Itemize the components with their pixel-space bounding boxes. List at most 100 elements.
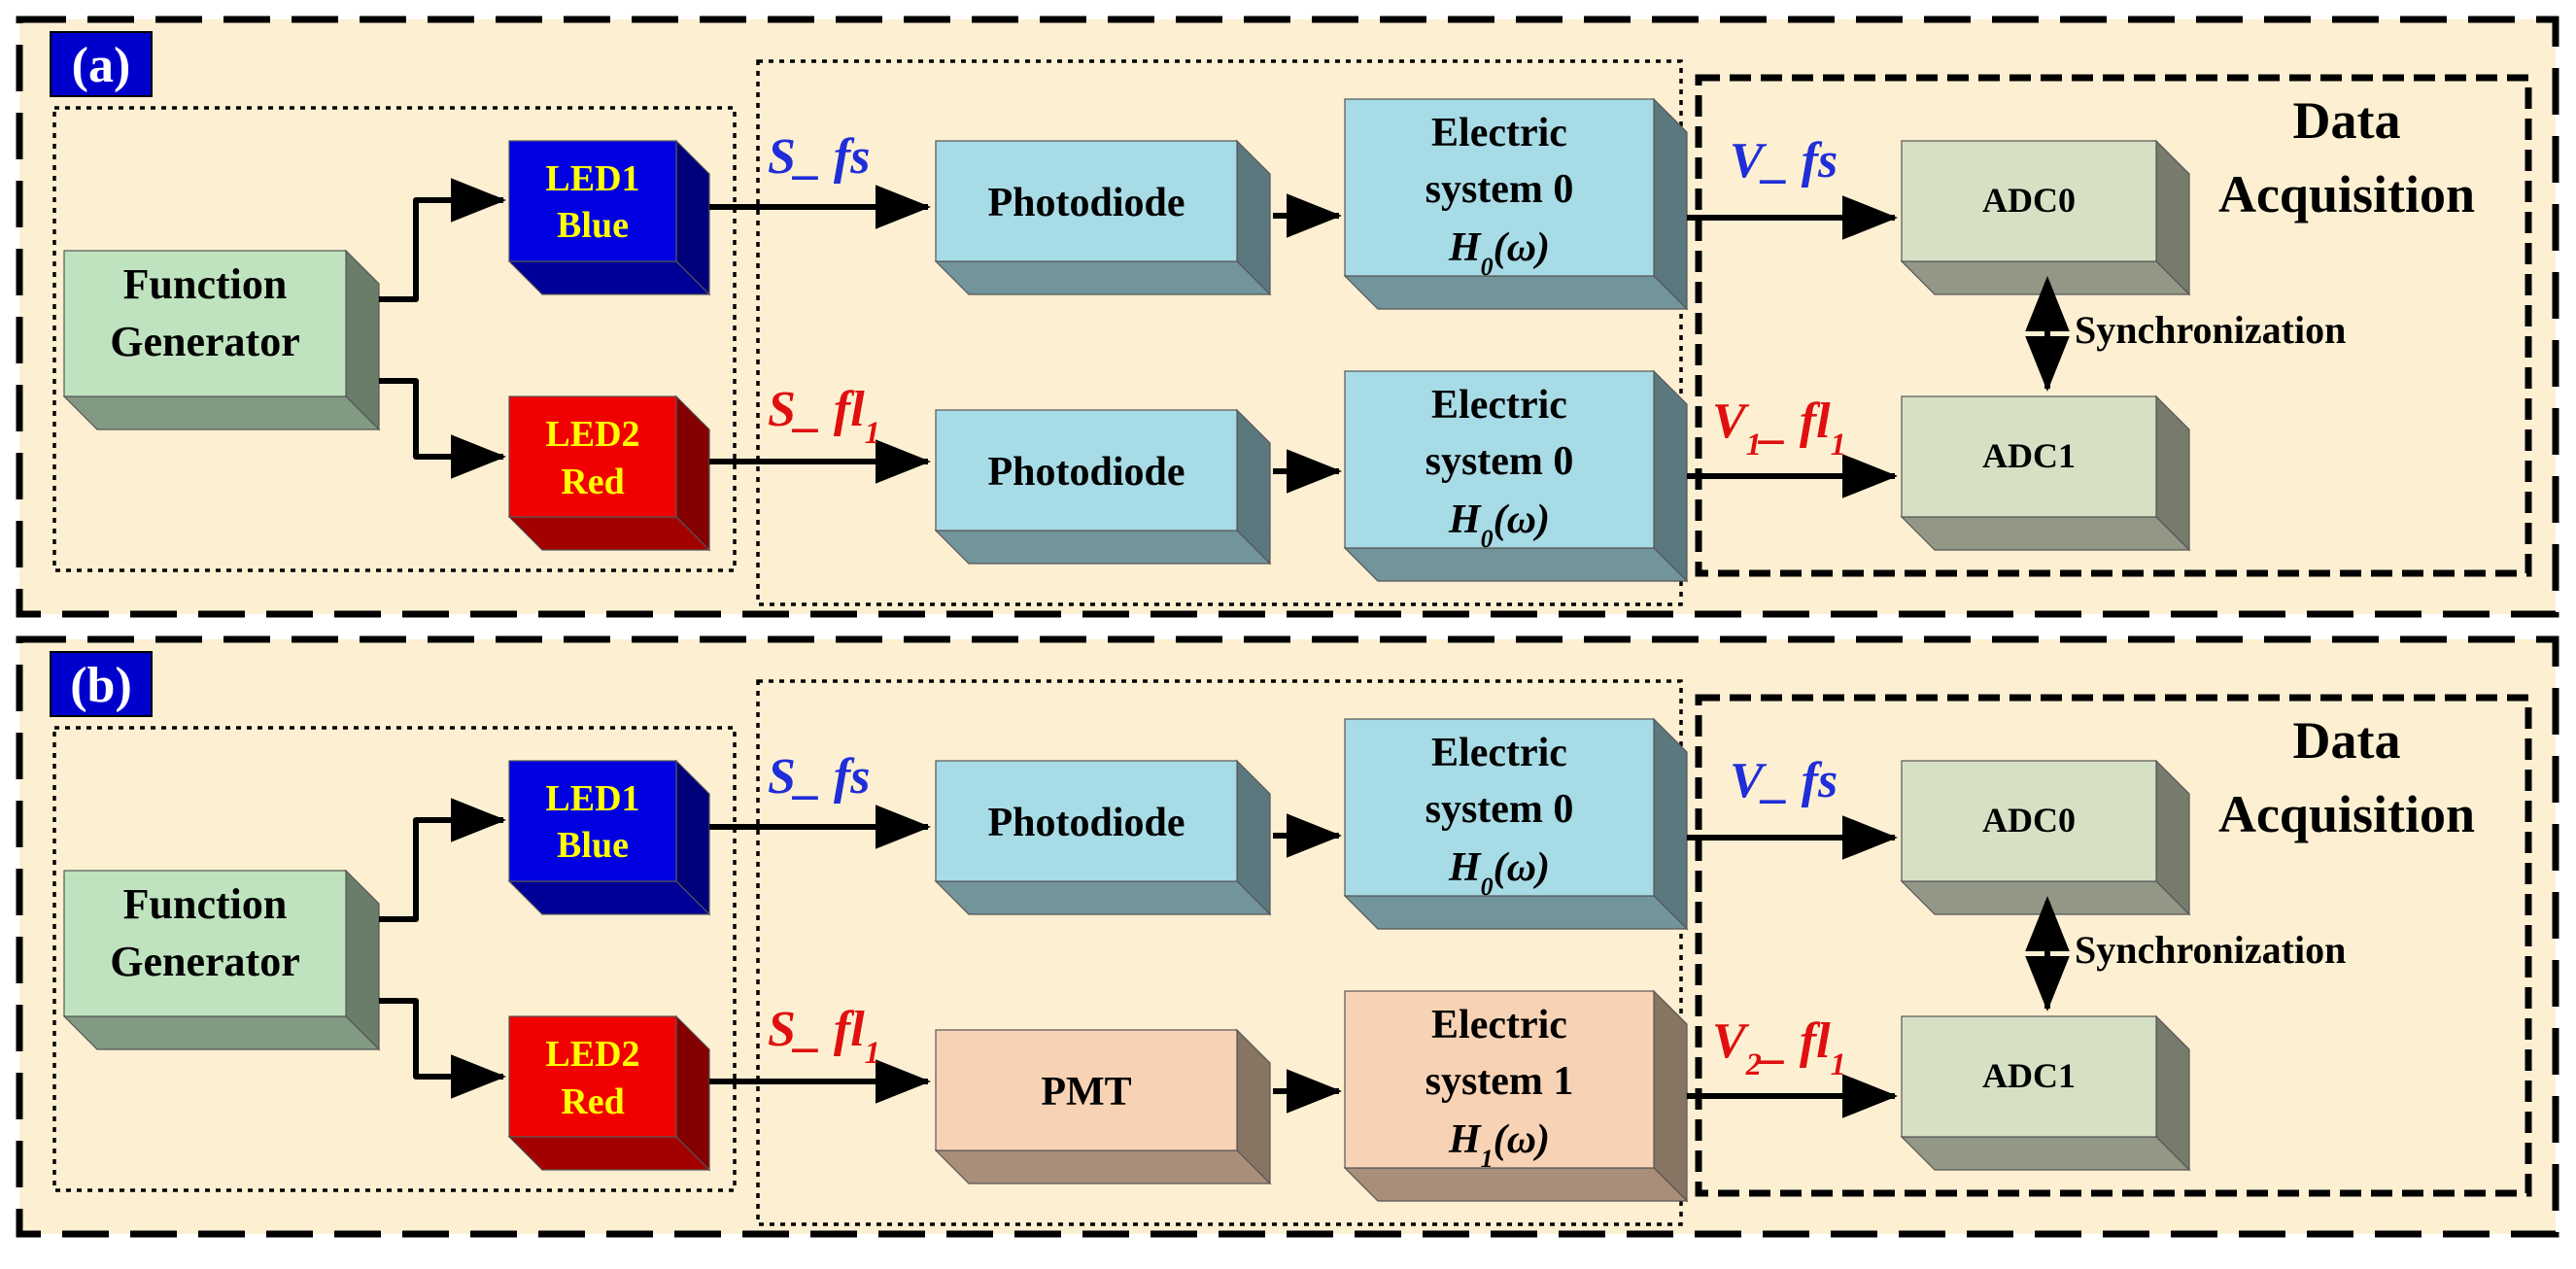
detector-top-bottom — [934, 260, 1272, 295]
electric-system-bottom-label: Electric — [1431, 1003, 1567, 1047]
panel-label: (b) — [70, 658, 132, 713]
led1-color-label: Blue — [557, 205, 629, 246]
daq-group-border — [1695, 694, 2532, 1197]
function-generator — [62, 869, 381, 1051]
panel-border — [16, 16, 2559, 618]
signal-top-label: S_ fs — [768, 749, 870, 805]
panel-label-box — [50, 31, 153, 97]
led2-label: LED2 — [545, 1034, 639, 1075]
function-generator — [62, 249, 381, 431]
voltage-bottom-label: V2_ fl1 — [1712, 1013, 1846, 1081]
electric-system-bottom-side — [1653, 369, 1688, 583]
electric-system-bottom — [1343, 989, 1689, 1203]
synchronization-label: Synchronization — [2075, 928, 2346, 972]
data-acquisition-title: Acquisition — [2218, 165, 2475, 223]
function-generator-face — [63, 250, 347, 397]
data-acquisition-title: Data — [2293, 711, 2401, 770]
adc-top — [1900, 759, 2191, 916]
detection-group-border — [756, 679, 1683, 1226]
data-acquisition-title: Data — [2293, 91, 2401, 150]
adc-bottom-face — [1901, 1015, 2157, 1138]
adc-bottom — [1900, 394, 2191, 552]
adc-top-label: ADC0 — [1982, 181, 2076, 220]
electric-system-bottom — [1343, 369, 1689, 583]
led2-color-label: Red — [561, 1081, 624, 1122]
led-blue-face — [508, 140, 677, 262]
led1-label: LED1 — [545, 778, 639, 819]
data-acquisition-title: Acquisition — [2218, 785, 2475, 843]
panel-label-box — [50, 651, 153, 717]
electric-system-top-side — [1653, 97, 1688, 311]
detector-bottom-face — [935, 1029, 1238, 1151]
detector-top-face — [935, 140, 1238, 262]
detector-top-face — [935, 760, 1238, 882]
adc-top-face — [1901, 760, 2157, 882]
detector-top-label: Photodiode — [987, 801, 1185, 845]
daq-group-border — [1695, 74, 2532, 577]
adc-bottom-label: ADC1 — [1982, 1056, 2076, 1095]
led-red — [507, 394, 711, 552]
electric-system-bottom-face — [1344, 370, 1655, 549]
fg-to-led1-arrow — [379, 178, 506, 302]
voltage-bottom-label: V1_ fl1 — [1712, 394, 1846, 462]
led-blue-bottom — [507, 880, 711, 915]
detector-bottom — [934, 1028, 1272, 1185]
electric-system-top — [1343, 97, 1689, 311]
panel-a: (a)FunctionGeneratorLED1BlueLED2RedPhoto… — [16, 16, 2559, 618]
led1-label: LED1 — [545, 158, 639, 199]
function-generator-label: Generator — [110, 938, 299, 985]
electric-system-top-face — [1344, 98, 1655, 277]
adc-top-face — [1901, 140, 2157, 262]
electric-system-bottom-label: system 1 — [1425, 1059, 1574, 1104]
electric-system-top-transfer: H0(ω) — [1448, 845, 1550, 901]
led-blue — [507, 759, 711, 916]
detection-group-border — [756, 59, 1683, 606]
function-generator-label: Function — [123, 260, 288, 308]
led-blue — [507, 139, 711, 296]
detector-top-label: Photodiode — [987, 181, 1185, 225]
electric-system-top-face — [1344, 718, 1655, 897]
adc-bottom-face — [1901, 395, 2157, 518]
adc-bottom-label: ADC1 — [1982, 436, 2076, 475]
detector-top — [934, 139, 1272, 296]
detector-bottom-bottom — [934, 530, 1272, 565]
led-red-face — [508, 1015, 677, 1138]
source-group-border — [52, 106, 737, 572]
signal-top-label: S_ fs — [768, 129, 870, 185]
electric-system-top-label: Electric — [1431, 731, 1567, 775]
function-generator-label: Function — [123, 880, 288, 928]
signal-bottom-label: S_ fl1 — [768, 382, 880, 450]
electric-system-bottom-face — [1344, 990, 1655, 1169]
function-generator-face — [63, 870, 347, 1017]
synchronization-label: Synchronization — [2075, 308, 2346, 352]
led-red-bottom — [507, 516, 711, 551]
electric-system-top-bottom — [1343, 895, 1689, 930]
voltage-top-label: V_ fs — [1730, 753, 1838, 808]
electric-system-bottom-label: Electric — [1431, 383, 1567, 428]
adc-top-label: ADC0 — [1982, 801, 2076, 840]
fg-to-led2-arrow — [379, 378, 506, 479]
function-generator-label: Generator — [110, 318, 299, 365]
electric-system-top-label: Electric — [1431, 111, 1567, 155]
electric-system-top-label: system 0 — [1425, 787, 1574, 832]
led2-label: LED2 — [545, 414, 639, 455]
led-blue-bottom — [507, 260, 711, 295]
led-red-face — [508, 395, 677, 518]
fg-to-led1-arrow — [379, 798, 506, 922]
electric-system-top — [1343, 717, 1689, 931]
electric-system-bottom-bottom — [1343, 1167, 1689, 1202]
detector-bottom-face — [935, 409, 1238, 532]
electric-system-bottom-transfer: H1(ω) — [1448, 1117, 1550, 1173]
detector-bottom-label: Photodiode — [987, 450, 1185, 495]
led-red — [507, 1014, 711, 1172]
adc-bottom-bottom — [1900, 516, 2191, 551]
detector-bottom-bottom — [934, 1149, 1272, 1184]
electric-system-top-transfer: H0(ω) — [1448, 225, 1550, 281]
function-generator-bottom — [62, 1015, 381, 1050]
electric-system-top-label: system 0 — [1425, 167, 1574, 212]
led1-color-label: Blue — [557, 825, 629, 866]
electric-system-top-side — [1653, 717, 1688, 931]
electric-system-bottom-side — [1653, 989, 1688, 1203]
detector-top-bottom — [934, 880, 1272, 915]
